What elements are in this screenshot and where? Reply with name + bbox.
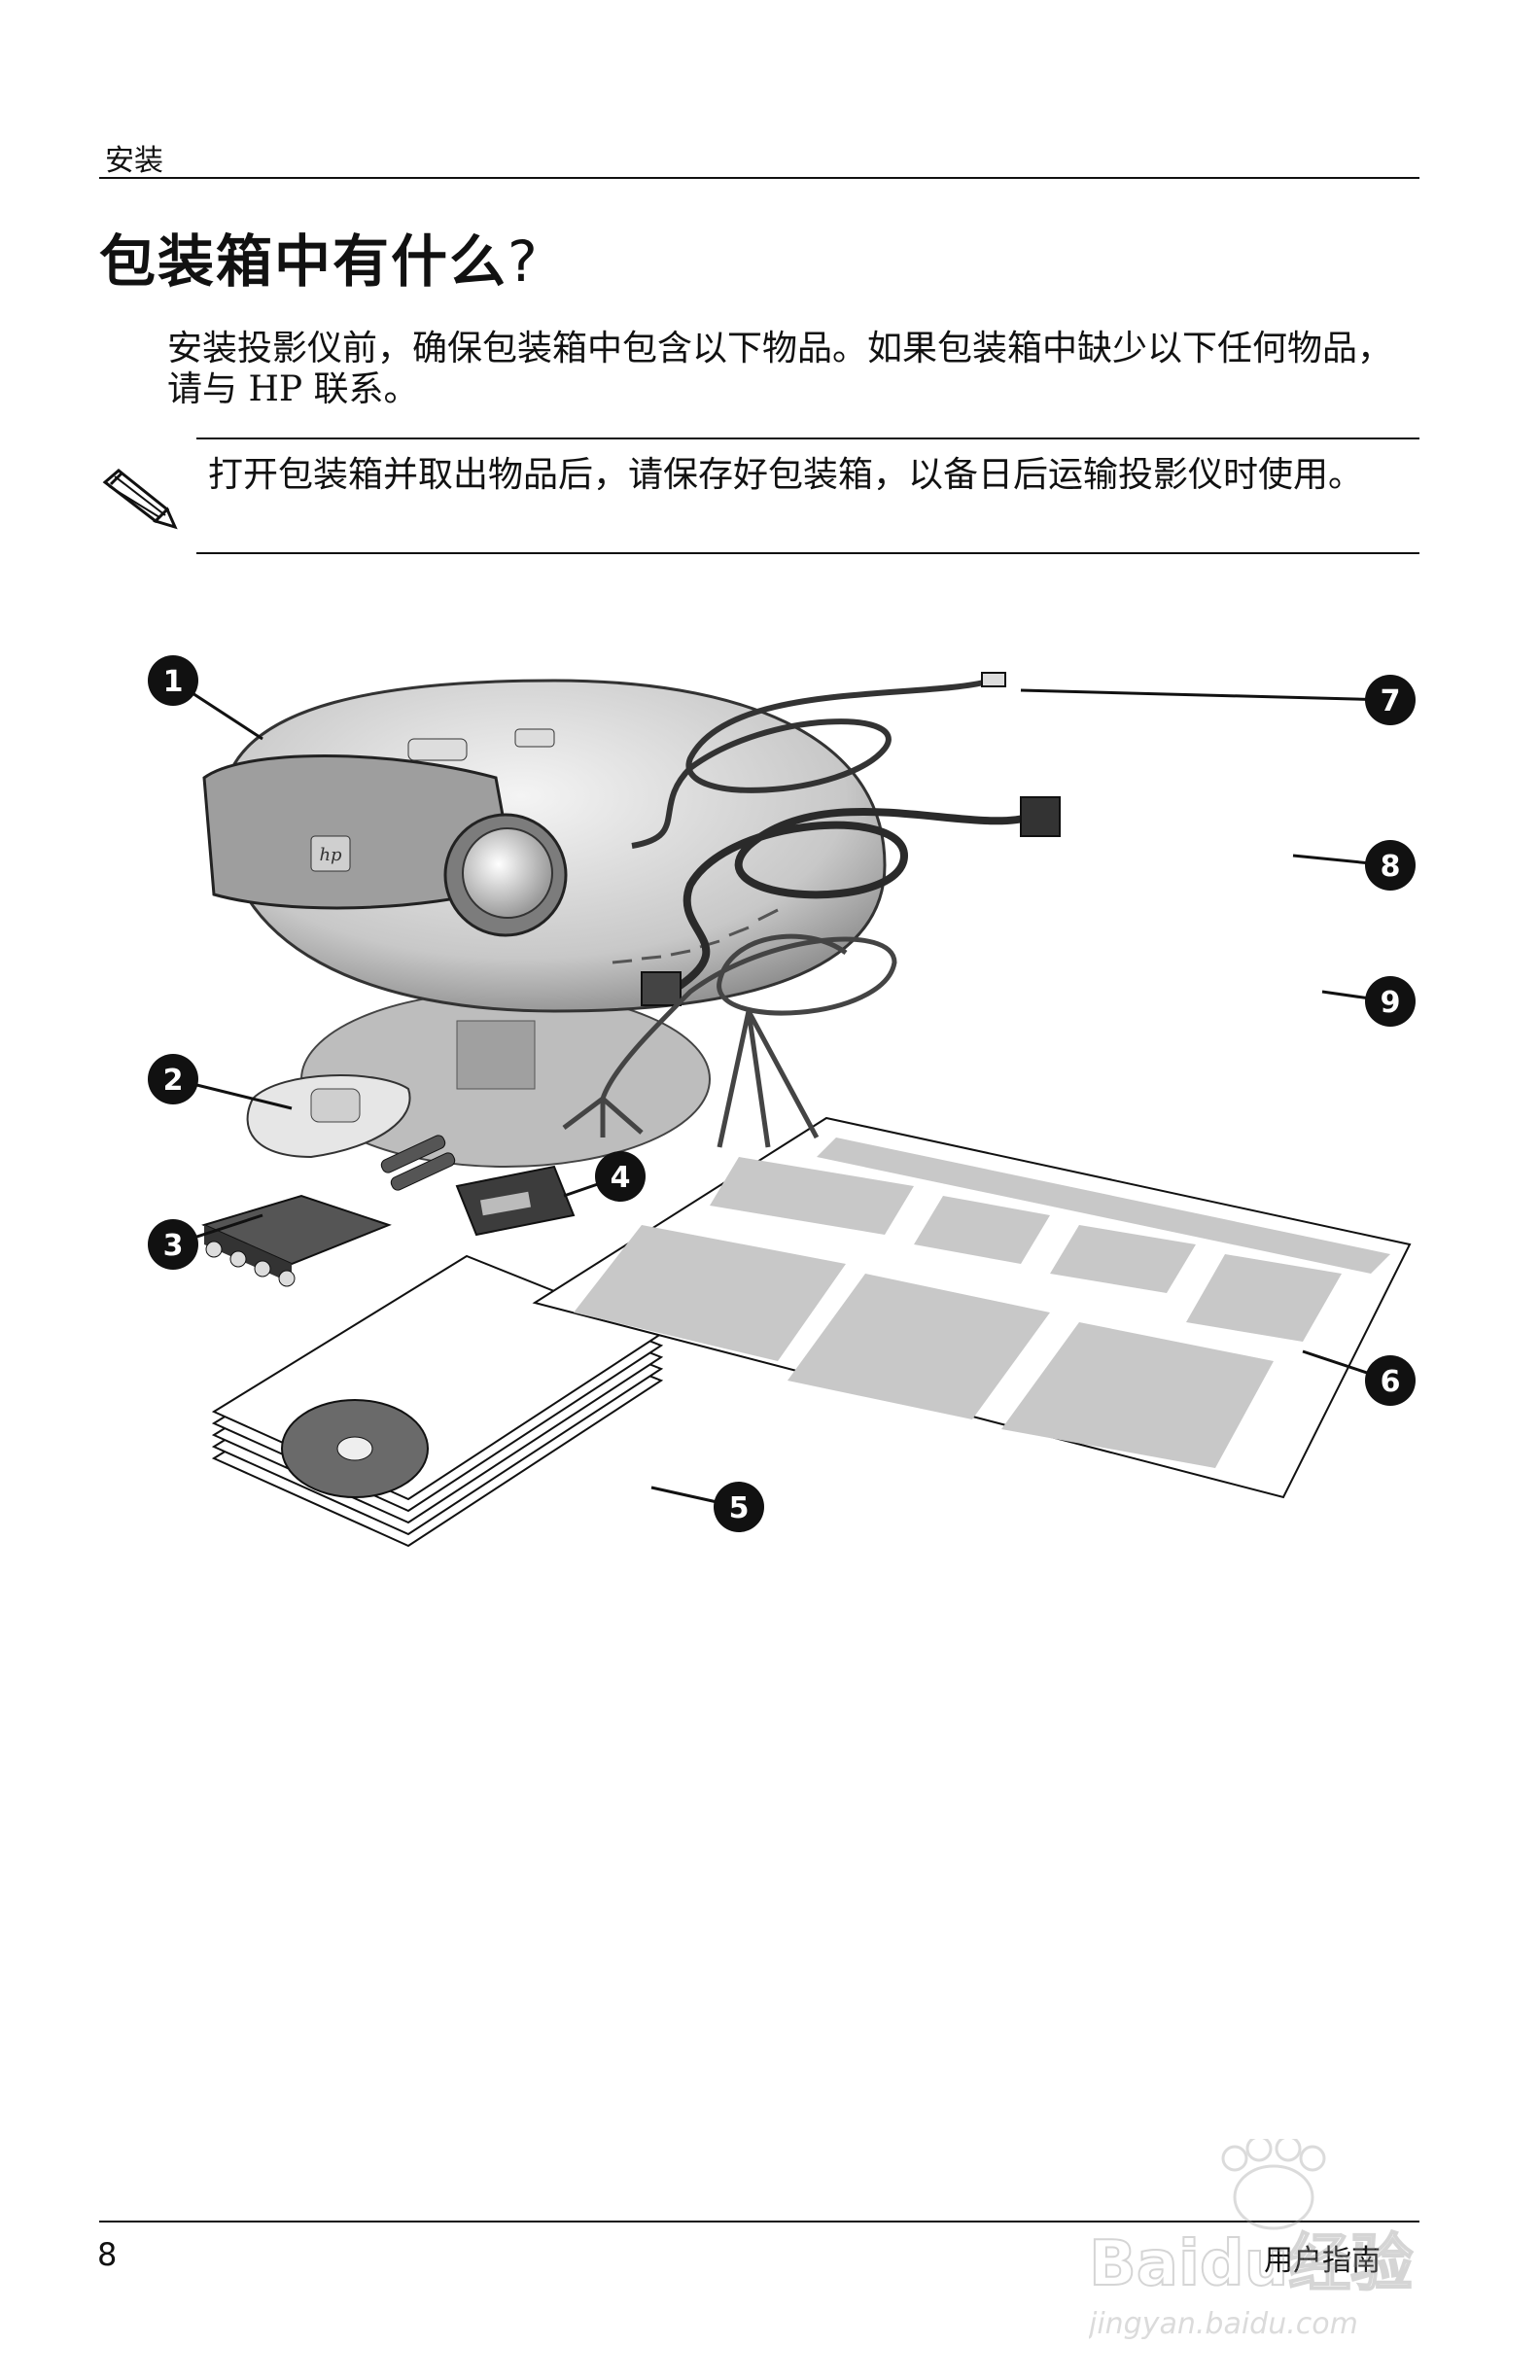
svg-text:9: 9: [1381, 986, 1401, 1020]
svg-text:4: 4: [611, 1161, 631, 1195]
watermark-url: jingyan.baidu.com: [1089, 2307, 1358, 2341]
power-cord-illustration: [641, 796, 1061, 1006]
watermark-text: Baidu经验: [1089, 2228, 1413, 2300]
hp-logo: hp: [319, 845, 342, 865]
callout-7: 7: [1020, 675, 1416, 725]
component-adapter-illustration: [201, 1194, 392, 1287]
svg-text:5: 5: [729, 1491, 750, 1525]
svg-text:1: 1: [163, 665, 184, 699]
callout-6: 6: [1302, 1349, 1416, 1406]
footer-doc-title: 用户指南: [1264, 2244, 1381, 2278]
svg-text:2: 2: [163, 1064, 184, 1098]
callout-3: 3: [148, 1213, 263, 1270]
package-contents-figure: hp: [146, 642, 1429, 1614]
page-number: 8: [97, 2236, 118, 2273]
callout-8: 8: [1292, 840, 1416, 891]
setup-poster-illustration: [532, 1116, 1412, 1499]
page-title: 包装箱中有什么?: [99, 216, 540, 298]
footer-rule: [99, 2221, 1419, 2222]
callout-1: 1: [148, 655, 263, 741]
svg-text:8: 8: [1381, 850, 1401, 884]
svg-text:3: 3: [163, 1229, 184, 1263]
callout-9: 9: [1321, 976, 1416, 1027]
note-bottom-rule: [196, 552, 1419, 554]
pencil-note-icon: [97, 465, 179, 533]
callout-4: 4: [563, 1151, 646, 1202]
rca-cable-illustration: [562, 933, 897, 1148]
header-rule: [99, 177, 1419, 179]
video-cable-illustration: [631, 672, 1006, 849]
svg-text:6: 6: [1381, 1365, 1401, 1399]
dvi-adapter-illustration: [455, 1165, 576, 1237]
intro-paragraph: 安装投影仪前，确保包装箱中包含以下物品。如果包装箱中缺少以下任何物品，请与 HP…: [167, 329, 1393, 409]
note-text: 打开包装箱并取出物品后，请保存好包装箱，以备日后运输投影仪时使用。: [208, 455, 1364, 495]
section-label: 安装: [105, 144, 163, 178]
callout-2: 2: [148, 1054, 293, 1110]
note-top-rule: [196, 438, 1419, 439]
title-text: 包装箱中有什么: [99, 228, 508, 295]
batteries-illustration: [380, 1135, 456, 1191]
projector-illustration: hp: [202, 679, 887, 1168]
manuals-and-cd-illustration: [211, 1254, 664, 1548]
remote-control-illustration: [246, 1074, 411, 1159]
callout-5: 5: [650, 1482, 764, 1532]
paw-icon: [1221, 2135, 1326, 2230]
svg-text:7: 7: [1381, 684, 1401, 718]
title-question-mark: ?: [508, 228, 540, 295]
baidu-watermark: Baidu经验 jingyan.baidu.com: [1085, 2135, 1458, 2353]
